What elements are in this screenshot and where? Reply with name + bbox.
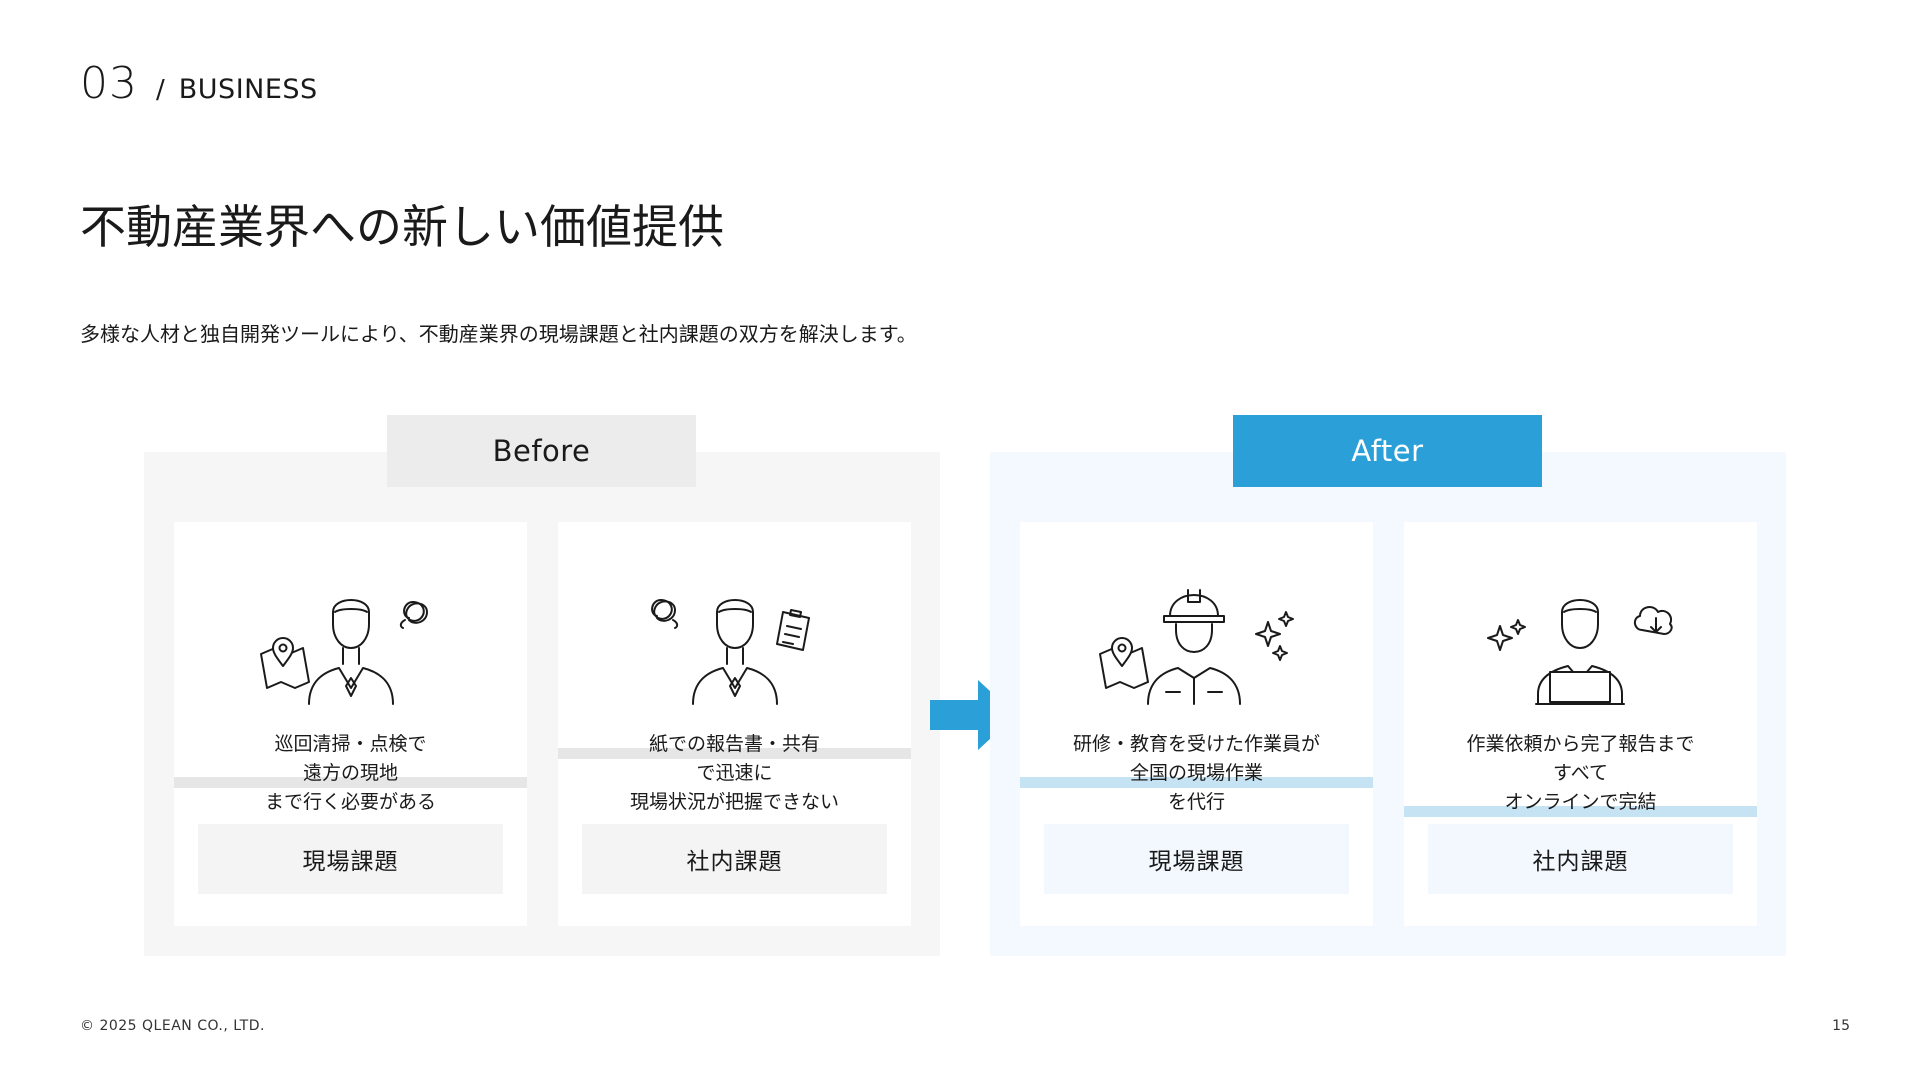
after-card-field: 研修・教育を受けた作業員が 全国の現場作業を代行 現場課題	[1020, 522, 1373, 926]
after-field-description: 研修・教育を受けた作業員が 全国の現場作業を代行	[1020, 730, 1373, 817]
sparkle-icon	[1486, 619, 1526, 651]
person-icon	[307, 599, 394, 705]
sparkle-icon	[1254, 611, 1294, 661]
worker-paper-confused-illustration	[558, 576, 911, 706]
tangled-thought-icon	[650, 599, 678, 629]
clipboard-icon	[775, 609, 810, 651]
highlight: オンラインで完結	[1404, 788, 1757, 817]
map-pin-icon	[259, 637, 310, 689]
before-tag: Before	[387, 415, 696, 487]
desc-line: 紙での報告書・共有で迅速に	[558, 730, 911, 788]
person-laptop-icon	[1534, 599, 1625, 705]
desc-line: 巡回清掃・点検で	[274, 733, 427, 755]
desc-text: まで行く必要がある	[264, 791, 436, 813]
desc-line: 研修・教育を受けた作業員が	[1072, 733, 1320, 755]
desc-text: を代行	[1167, 791, 1225, 813]
page-title: 不動産業界への新しい価値提供	[80, 200, 724, 254]
worker-helmet-sparkle-illustration	[1020, 576, 1373, 706]
after-internal-label: 社内課題	[1428, 824, 1733, 894]
after-tag: After	[1233, 415, 1542, 487]
after-field-label: 現場課題	[1044, 824, 1349, 894]
before-field-description: 巡回清掃・点検で 遠方の現地まで行く必要がある	[174, 730, 527, 817]
before-field-label: 現場課題	[198, 824, 503, 894]
before-internal-label: 社内課題	[582, 824, 887, 894]
desc-text: で迅速に	[696, 762, 773, 784]
before-internal-description: 紙での報告書・共有で迅速に 現場状況が把握できない	[558, 730, 911, 817]
section-name: BUSINESS	[178, 74, 318, 105]
section-slash: /	[156, 75, 165, 105]
desc-line: 作業依頼から完了報告まで	[1466, 733, 1695, 755]
desc-text: すべて	[1553, 762, 1608, 784]
worker-map-confused-illustration	[174, 576, 527, 706]
highlight: 紙での報告書・共有	[558, 730, 911, 759]
helmet-worker-icon	[1146, 589, 1241, 705]
lead-text: 多様な人材と独自開発ツールにより、不動産業界の現場課題と社内課題の双方を解決しま…	[80, 322, 917, 346]
before-card-field: 巡回清掃・点検で 遠方の現地まで行く必要がある 現場課題	[174, 522, 527, 926]
section-header: 03 / BUSINESS	[80, 58, 318, 109]
page-number: 15	[1832, 1018, 1850, 1034]
desc-line: 現場状況が把握できない	[629, 791, 839, 813]
after-card-internal: 作業依頼から完了報告まで すべてオンラインで完結 社内課題	[1404, 522, 1757, 926]
tangled-thought-icon	[399, 601, 428, 629]
before-card-internal: 紙での報告書・共有で迅速に 現場状況が把握できない 社内課題	[558, 522, 911, 926]
section-number: 03	[80, 58, 138, 109]
copyright: © 2025 QLEAN CO., LTD.	[80, 1018, 265, 1034]
desc-line: 全国の現場作業を代行	[1020, 759, 1373, 817]
person-icon	[691, 599, 778, 705]
after-internal-description: 作業依頼から完了報告まで すべてオンラインで完結	[1404, 730, 1757, 817]
cloud-download-icon	[1633, 606, 1673, 635]
desc-line: すべてオンラインで完結	[1404, 759, 1757, 817]
highlight: 遠方の現地	[174, 759, 527, 788]
desc-line: 遠方の現地まで行く必要がある	[174, 759, 527, 817]
map-pin-icon	[1098, 637, 1149, 689]
worker-laptop-cloud-illustration	[1404, 576, 1757, 706]
highlight: 全国の現場作業	[1020, 759, 1373, 788]
